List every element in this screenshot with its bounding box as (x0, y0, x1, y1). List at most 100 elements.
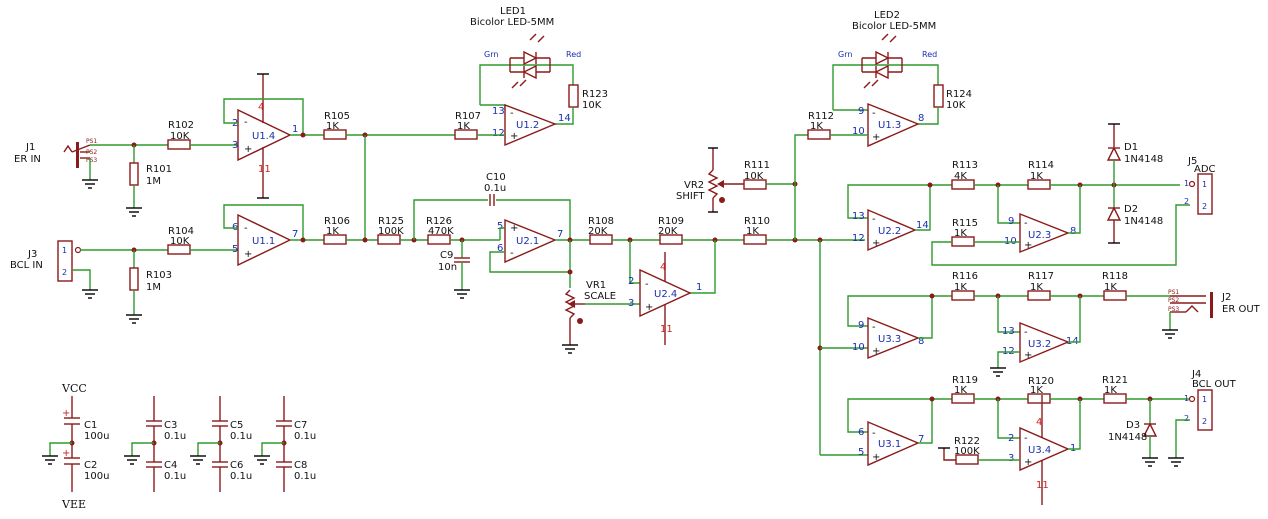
svg-text:C5: C5 (230, 420, 243, 431)
svg-text:4: 4 (1036, 417, 1042, 428)
svg-text:U2.1: U2.1 (516, 236, 539, 247)
svg-text:R102: R102 (168, 120, 194, 131)
svg-text:10K: 10K (170, 236, 190, 247)
svg-text:-: - (510, 108, 514, 119)
resistor-r101 (129, 162, 139, 186)
svg-text:J3: J3 (27, 249, 37, 260)
svg-text:1M: 1M (146, 282, 161, 293)
svg-text:+: + (244, 249, 252, 260)
svg-text:1: 1 (1202, 395, 1207, 404)
svg-text:1N4148: 1N4148 (1124, 216, 1163, 227)
svg-text:C8: C8 (294, 460, 307, 471)
svg-text:VR2: VR2 (684, 180, 704, 191)
svg-text:1: 1 (696, 282, 702, 293)
resistor-r123 (568, 84, 579, 108)
svg-text:U3.1: U3.1 (878, 439, 901, 450)
jack-j4: 1 2 J4 BCL OUT 1 2 (1184, 369, 1237, 431)
svg-text:-: - (244, 223, 248, 234)
svg-text:4: 4 (258, 102, 264, 113)
svg-text:R118: R118 (1102, 271, 1128, 282)
svg-text:9: 9 (858, 320, 864, 331)
svg-text:4K: 4K (954, 171, 967, 182)
power-decoupling: VCC VEE + C1 100u + C2 100u C3 0.1u C4 0… (42, 382, 316, 511)
opamp-u2-1: + - U2.1 5 6 7 (497, 218, 563, 264)
svg-text:10n: 10n (438, 262, 457, 273)
svg-text:PS2: PS2 (86, 149, 97, 156)
svg-text:8: 8 (918, 336, 924, 347)
svg-text:-: - (645, 279, 649, 290)
svg-text:U3.4: U3.4 (1028, 445, 1051, 456)
opamp-u1-4: - + U1.4 2 3 1 4 11 (232, 73, 298, 199)
opamp-u3-4: - + U3.4 2 3 1 4 11 (1008, 395, 1076, 505)
svg-text:C4: C4 (164, 460, 177, 471)
svg-text:PS3: PS3 (1168, 306, 1179, 313)
svg-text:1K: 1K (1104, 282, 1117, 293)
svg-text:2: 2 (1008, 433, 1014, 444)
svg-text:1K: 1K (1030, 171, 1043, 182)
svg-text:R122: R122 (954, 436, 980, 447)
svg-text:3: 3 (1008, 453, 1014, 464)
svg-text:0.1u: 0.1u (164, 471, 186, 482)
svg-text:-: - (872, 322, 876, 333)
svg-text:R105: R105 (324, 111, 350, 122)
svg-text:7: 7 (557, 229, 563, 240)
svg-text:ADC: ADC (1194, 164, 1216, 175)
opamp-u3-1: - + U3.1 6 5 7 (858, 420, 924, 467)
svg-text:R114: R114 (1028, 160, 1054, 171)
opamp-u3-2: - + U3.2 13 12 14 (1002, 321, 1079, 364)
svg-text:1N4148: 1N4148 (1124, 154, 1163, 165)
svg-text:SHIFT: SHIFT (676, 191, 705, 202)
svg-text:1M: 1M (146, 176, 161, 187)
svg-text:D2: D2 (1124, 204, 1138, 215)
svg-text:1K: 1K (1030, 282, 1043, 293)
svg-text:2: 2 (1184, 414, 1189, 423)
opamp-u3-3: - + U3.3 9 10 8 (852, 316, 924, 360)
svg-text:U2.2: U2.2 (878, 226, 901, 237)
svg-text:6: 6 (497, 243, 503, 254)
svg-text:1K: 1K (810, 121, 823, 132)
svg-text:2: 2 (62, 268, 67, 277)
svg-text:+: + (1024, 240, 1032, 251)
svg-text:4: 4 (660, 262, 666, 273)
svg-text:-: - (872, 108, 876, 119)
svg-text:1: 1 (62, 246, 67, 255)
svg-text:8: 8 (1070, 226, 1076, 237)
svg-text:ER OUT: ER OUT (1222, 304, 1261, 315)
svg-text:11: 11 (258, 164, 271, 175)
svg-text:1: 1 (1184, 394, 1189, 403)
led-led2: LED2 Bicolor LED-5MM Grn Red (832, 10, 939, 110)
svg-text:J5: J5 (1187, 156, 1197, 167)
svg-text:3: 3 (628, 298, 634, 309)
svg-text:R120: R120 (1028, 376, 1054, 387)
svg-text:13: 13 (492, 106, 505, 117)
svg-text:Red: Red (566, 50, 581, 59)
pot-vr2: VR2 SHIFT (676, 147, 744, 213)
svg-text:R119: R119 (952, 375, 978, 386)
svg-text:R123: R123 (582, 89, 608, 100)
svg-text:+: + (510, 131, 518, 142)
svg-text:+: + (244, 144, 252, 155)
svg-text:C9: C9 (440, 250, 453, 261)
svg-text:2: 2 (1202, 417, 1207, 426)
svg-text:3: 3 (232, 140, 238, 151)
jack-j5: 1 2 J5 ADC 1 2 (1184, 156, 1216, 215)
svg-text:11: 11 (1036, 480, 1049, 491)
svg-text:-: - (1024, 218, 1028, 229)
svg-text:J2: J2 (1221, 292, 1231, 303)
svg-text:C2: C2 (84, 460, 97, 471)
svg-text:12: 12 (492, 128, 505, 139)
svg-text:Grn: Grn (484, 50, 498, 59)
jack-j1: PS1 PS2 PS3 J1 ER IN (14, 138, 97, 168)
svg-text:-: - (1024, 327, 1028, 338)
svg-text:R107: R107 (455, 111, 481, 122)
svg-text:-: - (1024, 433, 1028, 444)
opamp-u1-1: - + U1.1 6 5 7 (232, 213, 298, 267)
svg-text:0.1u: 0.1u (230, 471, 252, 482)
svg-text:1K: 1K (326, 226, 339, 237)
svg-text:R101: R101 (146, 164, 172, 175)
led-led1: LED1 Bicolor LED-5MM Grn Red (470, 6, 581, 105)
svg-text:11: 11 (660, 324, 673, 335)
svg-text:R106: R106 (324, 216, 350, 227)
jack-j3: 1 2 J3 BCL IN (10, 240, 82, 282)
